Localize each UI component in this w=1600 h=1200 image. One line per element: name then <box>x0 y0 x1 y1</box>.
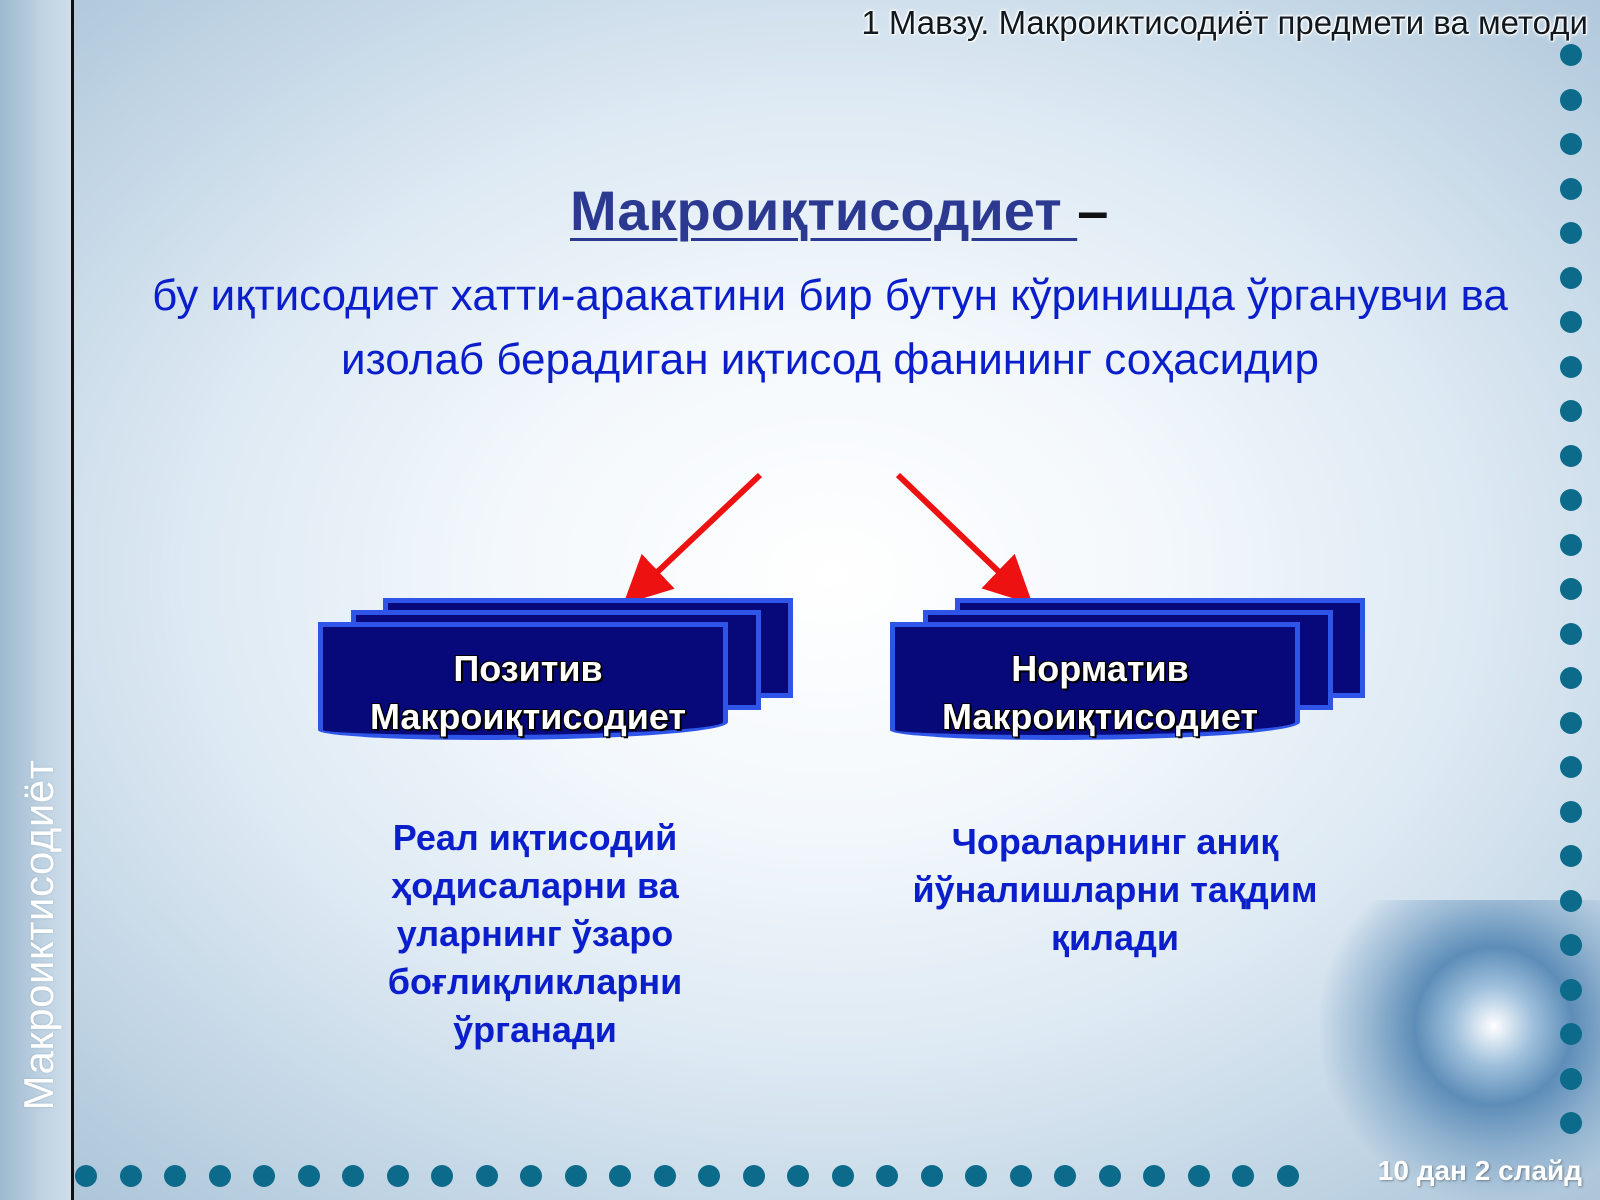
border-dot <box>1560 1023 1582 1045</box>
border-dot <box>208 1165 231 1187</box>
slide-number: 10 дан 2 слайд <box>1377 1155 1582 1186</box>
border-dot <box>1560 489 1582 511</box>
border-dot <box>1560 756 1582 778</box>
border-dot <box>1560 444 1582 467</box>
border-dot <box>1560 1067 1582 1090</box>
border-dot <box>1560 222 1582 244</box>
box-layer-front: Норматив Макроиқтисодиет <box>890 622 1300 740</box>
border-dot <box>342 1165 364 1187</box>
border-dot <box>75 1165 97 1187</box>
border-dot <box>1560 133 1582 155</box>
border-dot <box>1560 533 1582 556</box>
bottom-dot-border <box>75 1165 1300 1191</box>
border-dot <box>386 1165 409 1187</box>
page-title: Макроиқтисодиет – <box>570 178 1108 243</box>
positive-description: Реал иқтисодий ҳодисаларни ва уларнинг ў… <box>387 817 683 1050</box>
border-dot <box>1560 1112 1582 1134</box>
border-dot <box>475 1165 498 1187</box>
border-dot <box>831 1165 854 1187</box>
globe-decoration <box>1320 900 1600 1200</box>
border-dot <box>1560 934 1582 956</box>
positive-box-label: Позитив Макроиқтисодиет <box>369 648 687 737</box>
border-dot <box>1560 88 1582 111</box>
slide-header: 1 Мавзу. Макроиктисодиёт предмети ва мет… <box>861 4 1588 41</box>
border-dot <box>253 1165 275 1187</box>
border-dot <box>1560 177 1582 200</box>
border-dot <box>1560 266 1582 289</box>
arrow-right <box>895 472 1033 605</box>
border-dot <box>520 1165 542 1187</box>
border-dot <box>1560 578 1582 600</box>
border-dot <box>1560 667 1582 689</box>
arrow-left <box>623 472 763 605</box>
border-dot <box>653 1165 676 1187</box>
border-dot <box>698 1165 720 1187</box>
normative-description: Чораларнинг аниқ йўналишларни тақдим қил… <box>912 821 1318 958</box>
border-dot <box>920 1165 943 1187</box>
border-dot <box>1009 1165 1032 1187</box>
border-dot <box>742 1165 765 1187</box>
border-dot <box>1560 622 1582 645</box>
left-divider <box>71 0 74 1200</box>
border-dot <box>1560 400 1582 422</box>
border-dot <box>119 1165 142 1187</box>
border-dot <box>1232 1165 1254 1187</box>
border-dot <box>609 1165 631 1187</box>
right-dot-border <box>1560 44 1586 1134</box>
border-dot <box>1560 978 1582 1001</box>
border-dot <box>876 1165 898 1187</box>
border-dot <box>1143 1165 1165 1187</box>
border-dot <box>1054 1165 1076 1187</box>
border-dot <box>787 1165 809 1187</box>
left-band <box>0 0 72 1200</box>
border-dot <box>965 1165 987 1187</box>
box-layer-front: Позитив Макроиқтисодиет <box>318 622 728 740</box>
border-dot <box>564 1165 587 1187</box>
border-dot <box>1187 1165 1210 1187</box>
border-dot <box>1560 711 1582 734</box>
heading-term: Макроиқтисодиет <box>570 179 1078 242</box>
border-dot <box>431 1165 453 1187</box>
border-dot <box>1098 1165 1121 1187</box>
definition-text: бу иқтисодиет хатти-аракатини бир бутун … <box>152 271 1508 384</box>
border-dot <box>1560 311 1582 333</box>
normative-box-label: Норматив Макроиқтисодиет <box>941 648 1259 737</box>
border-dot <box>297 1165 320 1187</box>
border-dot <box>1560 845 1582 867</box>
border-dot <box>164 1165 186 1187</box>
heading-dash: – <box>1077 179 1109 242</box>
positive-box: Позитив Макроиқтисодиет <box>318 598 808 758</box>
normative-box: Норматив Макроиқтисодиет <box>890 598 1380 758</box>
border-dot <box>1560 355 1582 378</box>
border-dot <box>1560 44 1582 66</box>
border-dot <box>1560 889 1582 912</box>
border-dot <box>1276 1165 1299 1187</box>
border-dot <box>1560 800 1582 823</box>
